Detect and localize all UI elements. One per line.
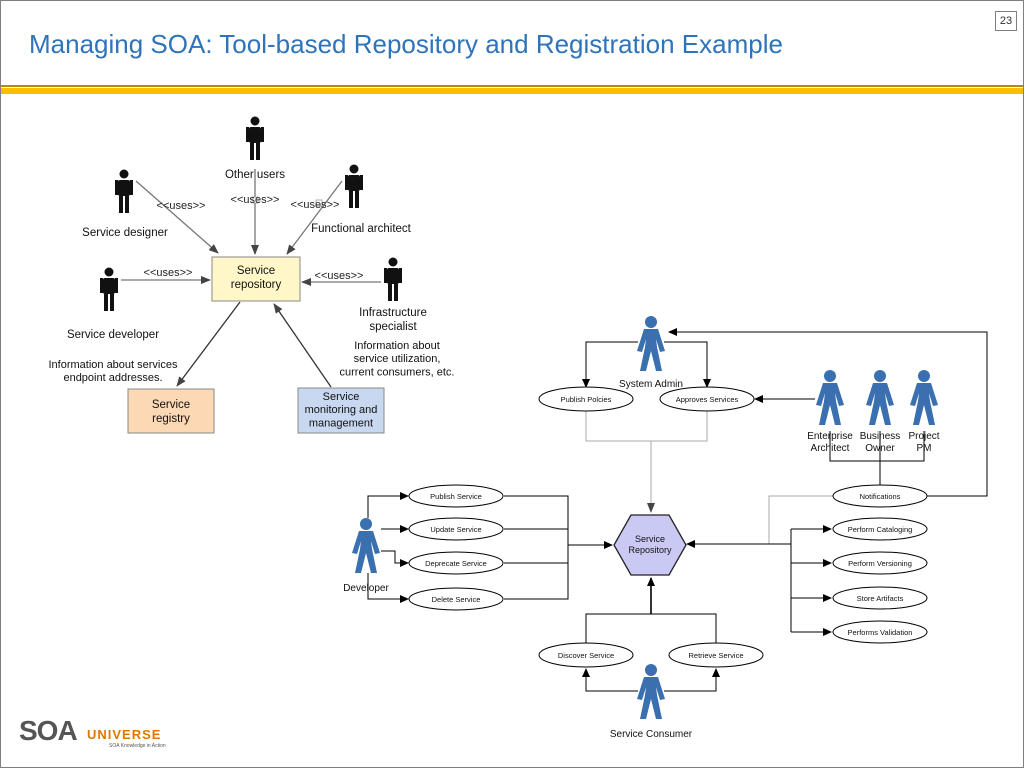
uses-label-other-users: <<uses>> xyxy=(231,194,280,206)
functional-architect-label: Functional architect xyxy=(311,223,412,235)
logo-universe-text: UNIVERSE xyxy=(87,727,162,742)
developer-cases-bus xyxy=(504,495,569,600)
service-developer-label: Service developer xyxy=(67,329,159,341)
project-pm-figure-icon xyxy=(910,370,938,425)
functional-architect-figure-icon xyxy=(345,164,363,208)
service-registry-box xyxy=(127,388,215,434)
uses-label-service-designer: <<uses>> xyxy=(157,200,206,212)
system-admin-label: System Admin xyxy=(619,379,683,390)
other-users-label: Other users xyxy=(225,169,285,181)
service-repository-hexagon xyxy=(613,514,687,576)
title-rule-gold xyxy=(1,88,1023,94)
monitoring-to-repository-arrow xyxy=(273,303,332,388)
logo-tagline: SOA Knowledge in Action xyxy=(109,743,166,749)
consumer-to-retrieve-line xyxy=(664,668,720,692)
service-designer-figure-icon xyxy=(115,169,133,213)
update-service-use-case xyxy=(408,517,504,541)
slide-title: Managing SOA: Tool-based Repository and … xyxy=(29,29,783,59)
deprecate-service-use-case xyxy=(408,551,504,575)
delete-service-label: Delete Service xyxy=(432,595,481,604)
service-consumer-label: Service Consumer xyxy=(610,729,693,740)
uses-label-infrastructure: <<uses>> xyxy=(315,270,364,282)
update-service-label: Update Service xyxy=(430,525,481,534)
service-consumer-figure-icon xyxy=(637,664,665,719)
service-repository-box xyxy=(211,256,301,302)
deprecate-service-label: Deprecate Service xyxy=(425,559,487,568)
logo-soa-text: SOA xyxy=(19,715,78,746)
store-artifacts-label: Store Artifacts xyxy=(857,594,904,603)
performs-validation-label: Performs Validation xyxy=(848,628,913,637)
approves-services-label: Approves Services xyxy=(676,395,739,404)
retrieve-service-use-case xyxy=(668,642,764,668)
approves-services-use-case xyxy=(659,386,755,412)
service-designer-label: Service designer xyxy=(82,227,168,239)
functional-architect-uses-arrow xyxy=(286,180,343,255)
discover-service-use-case xyxy=(538,642,634,668)
developer-figure-icon xyxy=(352,518,380,573)
discover-service-label: Discover Service xyxy=(558,651,614,660)
perform-cataloging-label: Perform Cataloging xyxy=(848,525,913,534)
consumer-to-discover-line xyxy=(582,668,638,692)
repository-to-registry-arrow xyxy=(176,301,241,387)
retrieve-service-label: Retrieve Service xyxy=(688,651,743,660)
other-users-connector xyxy=(251,196,259,204)
notifications-label: Notifications xyxy=(860,492,901,501)
title-rule-dark xyxy=(1,85,1023,87)
publish-service-use-case xyxy=(408,484,504,508)
enterprise-architect-figure-icon xyxy=(816,370,844,425)
uses-label-functional-architect: <<uses>> xyxy=(291,199,340,211)
infrastructure-specialist-figure-icon xyxy=(384,257,402,301)
service-monitoring-box xyxy=(297,387,385,434)
functional-architect-connector xyxy=(315,199,323,207)
consumer-cases-join-line xyxy=(585,613,717,643)
developer-label: Developer xyxy=(343,583,389,594)
publish-service-label: Publish Service xyxy=(430,492,482,501)
admin-to-approves-line xyxy=(664,341,711,388)
notifications-use-case xyxy=(832,484,928,508)
notifications-to-bus-line xyxy=(768,495,833,544)
other-users-figure-icon xyxy=(246,116,264,160)
stakeholders-join-line xyxy=(829,431,925,462)
business-owner-figure-icon xyxy=(866,370,894,425)
publish-policies-label: Publish Polcies xyxy=(561,395,612,404)
perform-versioning-use-case xyxy=(832,551,928,575)
perform-cataloging-use-case xyxy=(832,517,928,541)
uses-label-service-developer: <<uses>> xyxy=(144,267,193,279)
developer-to-publish-line xyxy=(367,492,409,518)
page-number: 23 xyxy=(995,11,1017,31)
publish-policies-use-case xyxy=(538,386,634,412)
admin-cases-join-line xyxy=(585,411,708,442)
admin-to-publish-policies-line xyxy=(582,341,638,388)
performs-validation-use-case xyxy=(832,620,928,644)
notifications-to-admin-line xyxy=(668,328,988,497)
soa-universe-logo: SOA UNIVERSE SOA Knowledge in Action xyxy=(17,713,177,753)
store-artifacts-use-case xyxy=(832,586,928,610)
developer-to-deprecate-line xyxy=(381,550,409,567)
service-designer-uses-arrow xyxy=(135,180,219,254)
delete-service-use-case xyxy=(408,587,504,611)
service-developer-figure-icon xyxy=(100,267,118,311)
perform-versioning-label: Perform Versioning xyxy=(848,559,912,568)
developer-to-delete-line xyxy=(367,573,409,603)
system-admin-figure-icon xyxy=(637,316,665,371)
